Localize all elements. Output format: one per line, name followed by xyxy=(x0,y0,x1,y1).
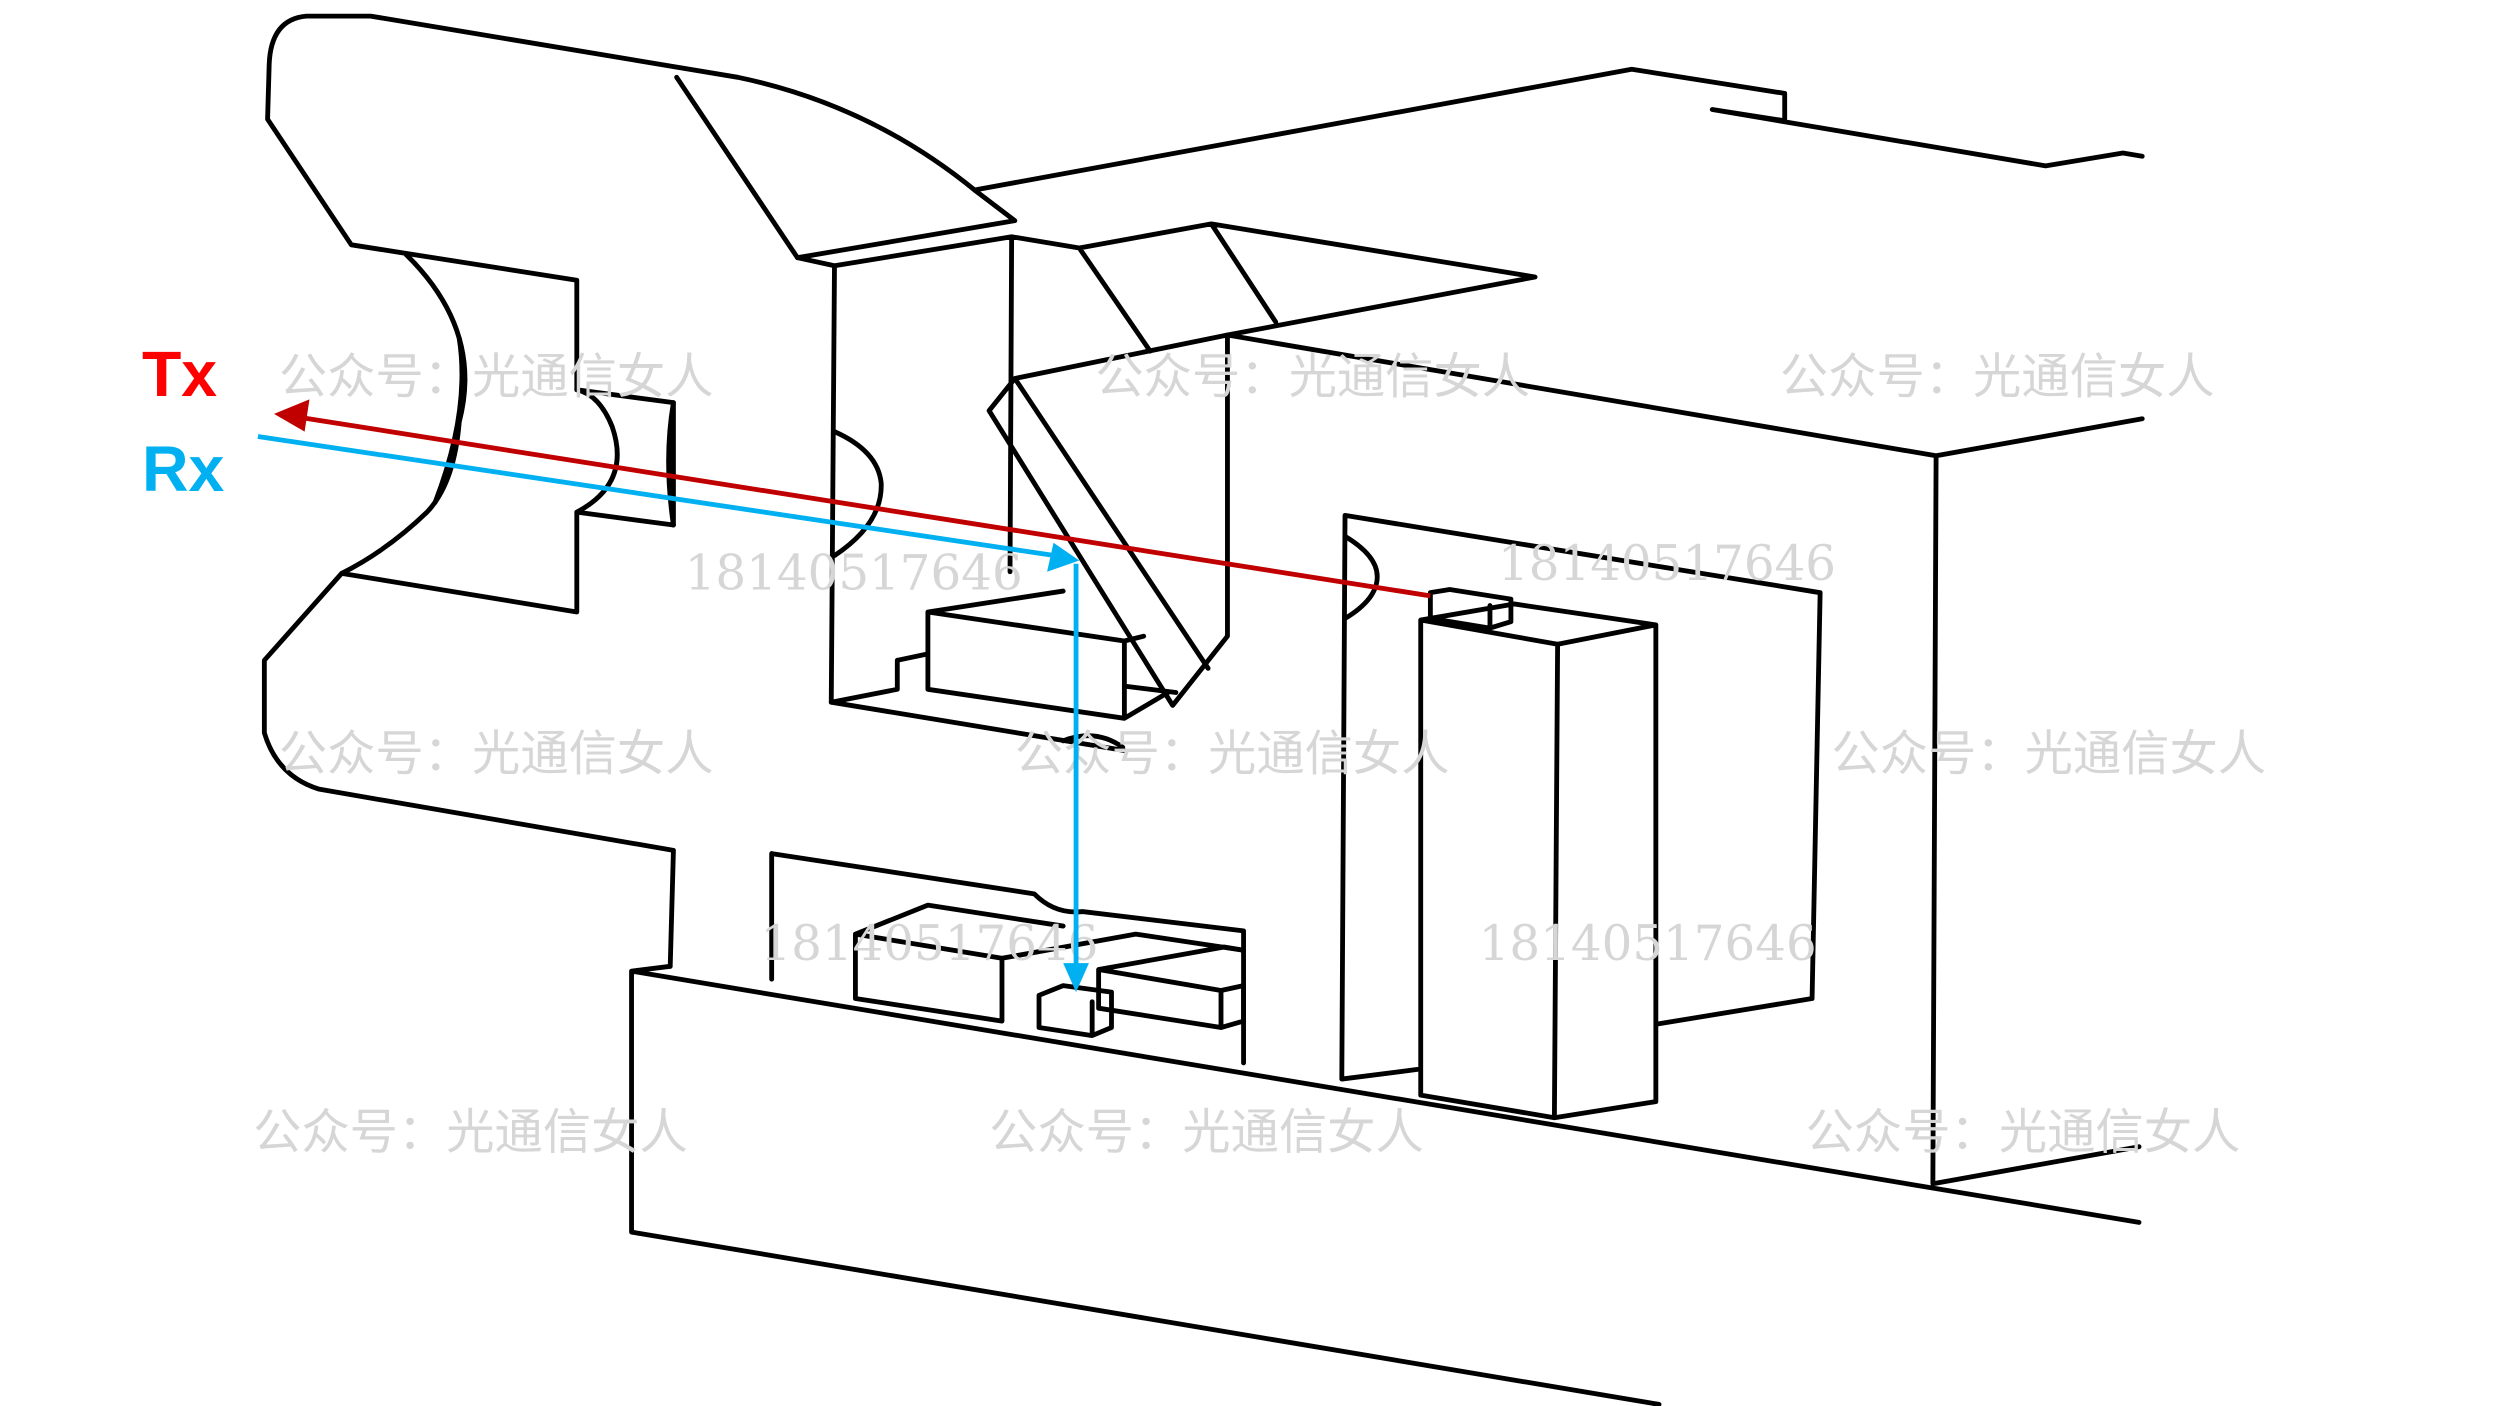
tx-label: Tx xyxy=(142,338,217,410)
watermark-account: 公众号：光通信女人 xyxy=(1806,1104,2241,1160)
watermark-account: 公众号：光通信女人 xyxy=(1831,726,2266,782)
watermarks: 公众号：光通信女人 公众号：光通信女人 公众号：光通信女人 公众号：光通信女人 … xyxy=(253,349,2266,1160)
watermark-account: 公众号：光通信女人 xyxy=(1780,349,2215,405)
rx-arrow-head-icon xyxy=(1047,542,1080,572)
watermark-account: 公众号：光通信女人 xyxy=(989,1104,1424,1160)
rx-label: Rx xyxy=(142,433,225,505)
tx-arrow-head-icon xyxy=(274,399,310,432)
watermark-phone: 18140517646 xyxy=(760,916,1098,972)
watermark-account: 公众号：光通信女人 xyxy=(1095,349,1530,405)
watermark-account: 公众号：光通信女人 xyxy=(253,1104,688,1160)
watermark-account: 公众号：光通信女人 xyxy=(279,726,714,782)
housing-outline xyxy=(261,13,2145,1406)
tx-beam xyxy=(274,399,1431,599)
watermark-account: 公众号：光通信女人 xyxy=(1015,726,1450,782)
rx-beam xyxy=(257,434,1089,993)
rx-arrow-head-down-icon xyxy=(1063,963,1089,993)
watermark-phone: 18140517646 xyxy=(1479,916,1817,972)
watermark-phone: 18140517646 xyxy=(1498,536,1836,592)
watermark-account: 公众号：光通信女人 xyxy=(279,349,714,405)
watermark-phone: 18140517646 xyxy=(685,545,1023,601)
